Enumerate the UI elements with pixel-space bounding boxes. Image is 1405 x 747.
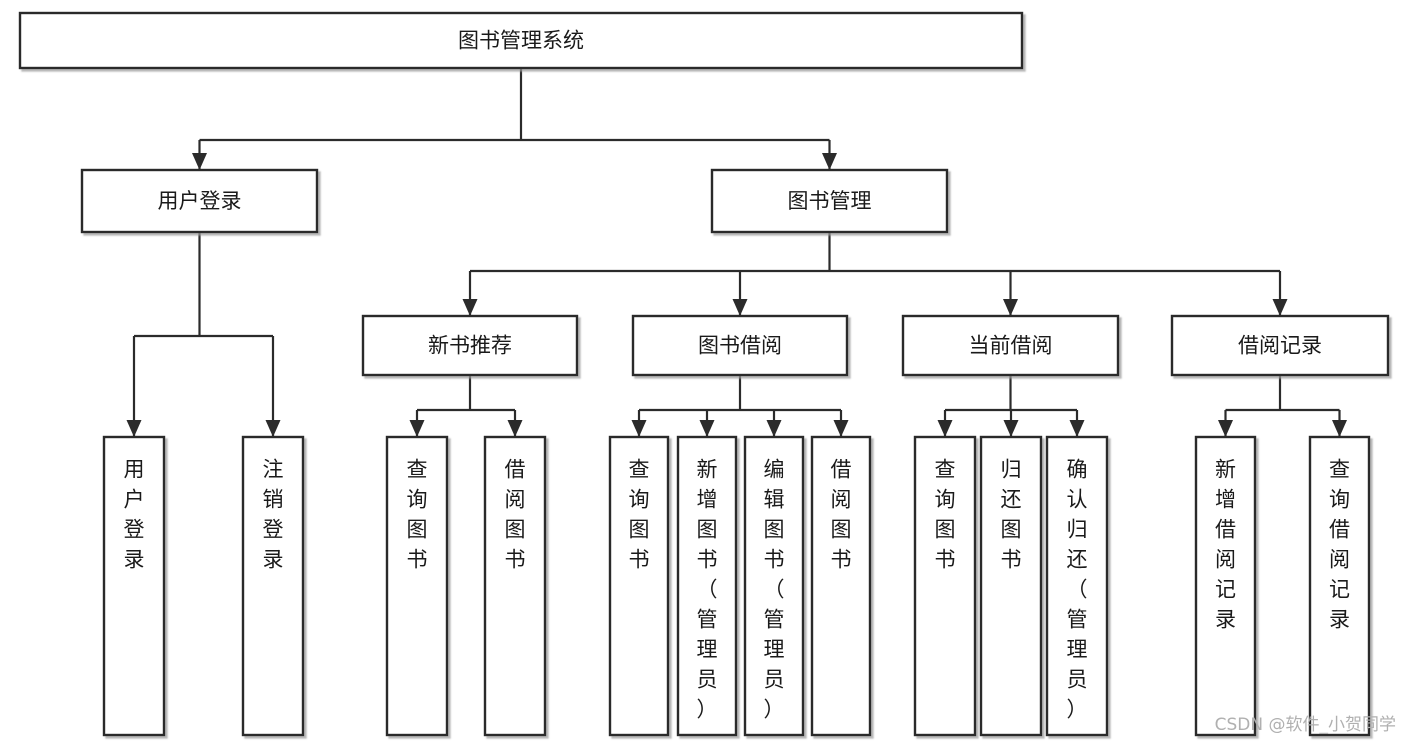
node-label-leaf-borrow-book: 借阅图书 [831,458,852,572]
node-box-leaf-borrow-book[interactable] [810,435,872,737]
node-label-leaf-borrow-book-recommend: 借阅图书 [505,458,526,572]
node-label-leaf-user-login: 用户登录 [124,458,145,572]
arrow-to-current-borrow [1003,299,1018,316]
node-leaf-query-book-recommend[interactable]: 查询图书 [385,435,449,737]
arrow-to-leaf-add-borrow-record [1218,420,1233,437]
node-box-leaf-query-book-current[interactable] [913,435,977,737]
arrow-to-leaf-borrow-book [833,420,849,437]
arrow-to-leaf-add-book [699,420,715,437]
node-label-leaf-query-borrow-record: 查询借阅记录 [1329,458,1350,632]
node-leaf-borrow-book-recommend[interactable]: 借阅图书 [483,435,547,737]
arrow-to-leaf-borrow-book-recommend [507,420,523,437]
node-layer: 图书管理系统用户登录图书管理新书推荐图书借阅当前借阅借阅记录用户登录注销登录查询… [18,11,1390,737]
arrow-to-leaf-query-borrow-record [1332,420,1347,437]
arrow-to-user-login [192,153,207,170]
node-box-leaf-add-book[interactable] [676,435,738,737]
arrow-to-leaf-user-logout [265,420,281,437]
node-label-leaf-edit-book: 编辑图书（管理员） [764,458,785,722]
node-label-book-borrow: 图书借阅 [698,334,782,358]
node-box-leaf-query-borrow-record[interactable] [1308,435,1371,737]
node-box-leaf-query-book-borrow[interactable] [608,435,670,737]
node-label-leaf-query-book-current: 查询图书 [935,458,956,572]
node-box-borrow-record[interactable] [1170,314,1390,377]
node-new-book-recommend[interactable]: 新书推荐 [361,314,579,377]
node-leaf-add-book[interactable]: 新增图书（管理员） [676,435,738,737]
node-root[interactable]: 图书管理系统 [18,11,1024,70]
arrow-to-leaf-query-book-borrow [631,420,647,437]
node-leaf-return-book[interactable]: 归还图书 [979,435,1043,737]
arrow-to-borrow-record [1272,299,1288,316]
node-box-leaf-borrow-book-recommend[interactable] [483,435,547,737]
arrow-to-leaf-query-book-recommend [409,420,425,437]
node-box-book-manage[interactable] [710,168,949,234]
node-label-leaf-confirm-return: 确认归还（管理员） [1067,458,1088,722]
node-box-leaf-edit-book[interactable] [743,435,805,737]
node-label-leaf-return-book: 归还图书 [1001,458,1022,572]
arrow-to-leaf-return-book [1003,420,1019,437]
connector-layer [126,68,1347,437]
node-box-current-borrow[interactable] [901,314,1120,377]
node-label-leaf-add-borrow-record: 新增借阅记录 [1215,458,1236,632]
arrow-to-leaf-user-login [126,420,142,437]
node-borrow-record[interactable]: 借阅记录 [1170,314,1390,377]
node-box-leaf-user-logout[interactable] [241,435,305,737]
node-box-leaf-confirm-return[interactable] [1045,435,1109,737]
node-label-leaf-query-book-borrow: 查询图书 [629,458,650,572]
node-box-leaf-add-borrow-record[interactable] [1194,435,1257,737]
node-box-leaf-user-login[interactable] [102,435,166,737]
node-leaf-add-borrow-record[interactable]: 新增借阅记录 [1194,435,1257,737]
node-leaf-confirm-return[interactable]: 确认归还（管理员） [1045,435,1109,737]
node-current-borrow[interactable]: 当前借阅 [901,314,1120,377]
node-label-leaf-add-book: 新增图书（管理员） [697,458,718,722]
node-box-leaf-return-book[interactable] [979,435,1043,737]
node-box-new-book-recommend[interactable] [361,314,579,377]
csdn-watermark: CSDN @软件_小贺同学 [1215,715,1396,735]
node-leaf-edit-book[interactable]: 编辑图书（管理员） [743,435,805,737]
node-box-root[interactable] [18,11,1024,70]
node-label-leaf-query-book-recommend: 查询图书 [407,458,428,572]
node-box-leaf-query-book-recommend[interactable] [385,435,449,737]
node-label-book-manage: 图书管理 [788,189,872,213]
node-box-book-borrow[interactable] [631,314,849,377]
arrow-to-book-borrow [732,299,748,316]
node-leaf-query-book-borrow[interactable]: 查询图书 [608,435,670,737]
node-label-new-book-recommend: 新书推荐 [428,334,512,358]
node-book-manage[interactable]: 图书管理 [710,168,949,234]
arrow-to-leaf-edit-book [766,420,782,437]
node-leaf-query-borrow-record[interactable]: 查询借阅记录 [1308,435,1371,737]
node-leaf-query-book-current[interactable]: 查询图书 [913,435,977,737]
arrow-to-new-book-recommend [462,299,478,316]
node-label-root: 图书管理系统 [458,29,584,53]
node-leaf-borrow-book[interactable]: 借阅图书 [810,435,872,737]
arrow-to-book-manage [822,153,837,170]
node-label-borrow-record: 借阅记录 [1238,334,1322,358]
node-label-current-borrow: 当前借阅 [969,334,1053,358]
node-user-login[interactable]: 用户登录 [80,168,319,234]
node-leaf-user-logout[interactable]: 注销登录 [241,435,305,737]
arrow-to-leaf-confirm-return [1069,420,1085,437]
node-box-user-login[interactable] [80,168,319,234]
node-leaf-user-login[interactable]: 用户登录 [102,435,166,737]
node-book-borrow[interactable]: 图书借阅 [631,314,849,377]
arrow-to-leaf-query-book-current [937,420,953,437]
node-label-user-login: 用户登录 [158,189,242,213]
node-label-leaf-user-logout: 注销登录 [263,458,284,572]
